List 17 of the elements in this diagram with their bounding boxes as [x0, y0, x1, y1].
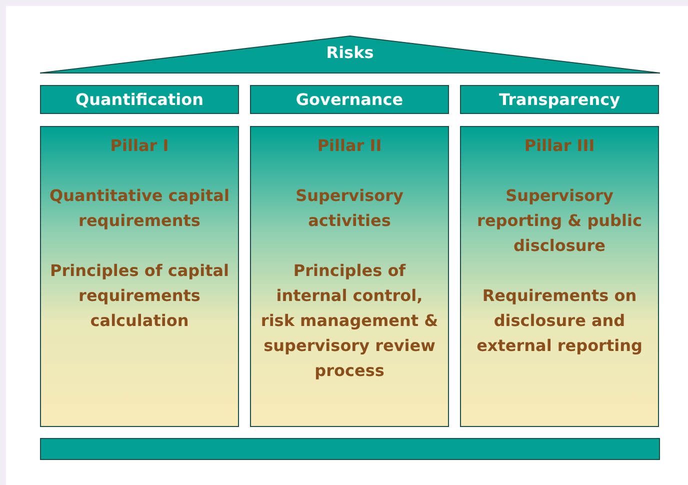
pillar-heading: Supervisory reporting & public disclosure — [476, 185, 643, 257]
pillar-title: Pillar I — [109, 135, 170, 157]
pillar-heading: Quantitative capital requirements — [48, 185, 230, 232]
pillar-description: Principles of capital requirements calculation — [48, 260, 230, 332]
header-bar: Transparency — [460, 85, 659, 114]
pillar-title: Pillar III — [523, 135, 596, 157]
header-bar: Quantification — [40, 85, 239, 114]
header-bar: Governance — [250, 85, 449, 114]
pillar-column — [250, 126, 449, 427]
pillar-heading: Supervisory activities — [294, 185, 404, 232]
pillar-title: Pillar II — [316, 135, 383, 157]
base-bar — [40, 438, 660, 460]
pillar-column — [460, 126, 659, 427]
roof-label: Risks — [325, 43, 375, 62]
pillar-column — [40, 126, 239, 427]
pillar-description: Requirements on disclosure and external reporting — [476, 285, 644, 357]
pillar-description: Principles of internal control, risk management & supervisory review process — [260, 260, 440, 382]
